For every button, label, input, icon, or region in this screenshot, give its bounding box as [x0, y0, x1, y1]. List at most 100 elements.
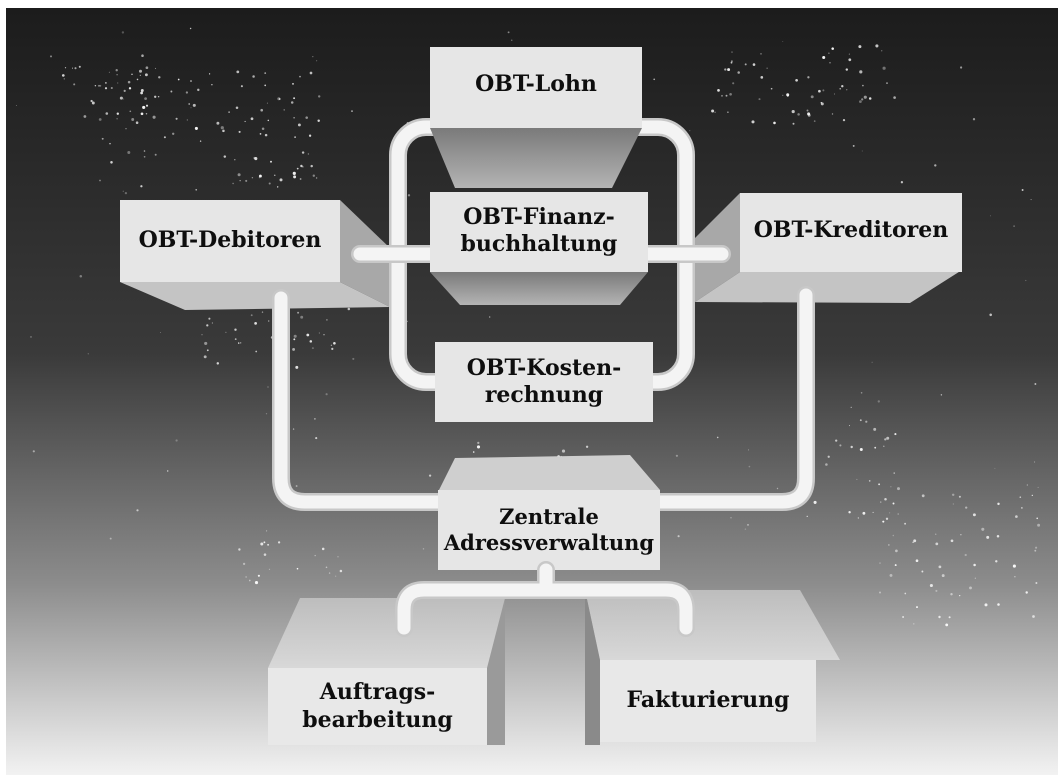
star — [997, 603, 1000, 606]
star — [260, 108, 264, 112]
star — [747, 524, 749, 526]
star — [323, 334, 325, 336]
star — [477, 441, 480, 445]
star — [240, 85, 243, 88]
star — [293, 334, 297, 338]
star — [960, 66, 963, 69]
fakturierung-text: Fakturierung — [626, 687, 790, 714]
lohn-funnel — [430, 128, 642, 188]
star — [874, 446, 877, 449]
star — [1036, 517, 1038, 520]
star — [889, 573, 893, 577]
star — [1015, 515, 1018, 518]
star — [904, 522, 907, 525]
star — [776, 487, 779, 490]
star — [274, 174, 276, 176]
star — [248, 579, 251, 582]
star — [220, 126, 224, 130]
star — [166, 470, 169, 472]
star — [859, 448, 863, 451]
module-label-finanzbuchhaltung: OBT-Finanz- buchhaltung — [430, 192, 648, 270]
star — [277, 97, 281, 101]
star — [101, 137, 104, 140]
star — [143, 150, 146, 152]
star — [915, 559, 919, 563]
star — [203, 355, 207, 359]
star — [94, 84, 97, 87]
star — [1026, 484, 1028, 486]
star — [1037, 486, 1039, 488]
star — [973, 563, 976, 567]
star — [116, 118, 118, 120]
star — [160, 332, 162, 333]
star — [884, 497, 887, 501]
kosten-text-line1: OBT-Kosten- — [466, 354, 622, 381]
star — [724, 68, 727, 71]
star — [211, 83, 213, 86]
star — [78, 65, 81, 68]
star — [143, 155, 146, 158]
star — [848, 511, 851, 514]
star — [157, 95, 160, 98]
star — [965, 506, 968, 509]
star — [935, 533, 937, 535]
star — [675, 454, 679, 457]
star — [283, 109, 285, 111]
star — [211, 322, 213, 324]
fakturierung-block-face — [600, 660, 816, 742]
star — [1025, 591, 1028, 594]
star — [877, 400, 880, 403]
auftrags-block-side — [487, 598, 505, 745]
star — [74, 67, 77, 70]
star — [881, 50, 883, 52]
star — [136, 78, 139, 81]
star — [792, 122, 795, 125]
star — [860, 392, 863, 394]
star — [825, 463, 828, 466]
star — [290, 101, 294, 104]
star — [296, 167, 299, 170]
star — [913, 623, 915, 625]
star — [250, 117, 254, 121]
star — [104, 87, 108, 90]
star — [175, 439, 178, 442]
star — [98, 118, 102, 121]
kreditoren-text: OBT-Kreditoren — [753, 217, 949, 244]
star — [318, 95, 321, 98]
star — [1030, 199, 1032, 201]
star — [236, 70, 240, 74]
star — [833, 93, 836, 95]
star — [307, 153, 310, 155]
star — [850, 406, 852, 409]
star — [119, 96, 123, 100]
star — [984, 603, 988, 607]
star — [1012, 564, 1016, 568]
star — [177, 78, 180, 81]
star — [310, 164, 313, 168]
star — [131, 118, 135, 121]
finanz-text-line2: buchhaltung — [460, 231, 618, 257]
star — [30, 336, 32, 338]
star — [885, 517, 889, 520]
star — [99, 84, 102, 87]
module-label-fakturierung: Fakturierung — [600, 660, 816, 742]
star — [958, 495, 961, 498]
star — [206, 324, 209, 327]
star — [264, 72, 267, 74]
star — [827, 455, 830, 458]
star — [1019, 496, 1022, 499]
star — [232, 182, 234, 185]
star — [727, 111, 729, 113]
star — [845, 68, 848, 71]
star — [841, 85, 844, 88]
star — [1037, 523, 1041, 527]
star — [321, 547, 325, 551]
star — [318, 332, 320, 334]
star — [312, 55, 314, 58]
module-label-lohn: OBT-Lohn — [430, 47, 642, 122]
star — [139, 74, 141, 76]
star — [897, 487, 900, 491]
pipe-fork — [395, 561, 695, 637]
star — [145, 104, 149, 107]
